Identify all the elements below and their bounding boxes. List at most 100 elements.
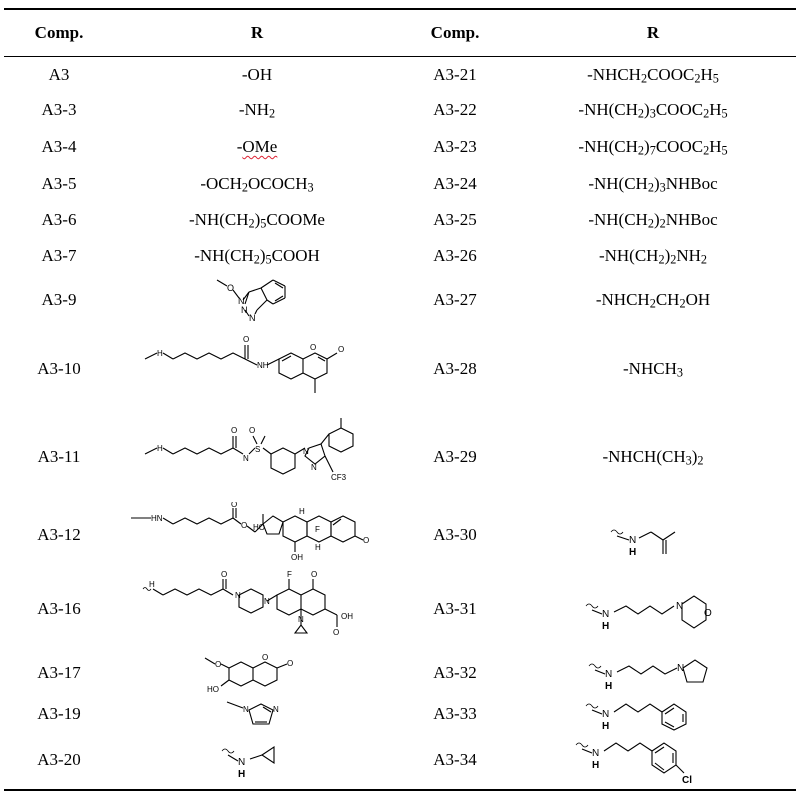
compound-id: A3-16 — [37, 599, 81, 618]
formula-text: -NHCH2COOC2H5 — [587, 65, 719, 86]
atom-label: H — [157, 444, 163, 453]
structure-a3-17: O O O HO — [204, 653, 293, 694]
atom-label: OH — [341, 612, 353, 621]
atom-label: H — [315, 543, 321, 552]
compound-id: A3-24 — [433, 174, 477, 193]
structure-cell: N H N O — [510, 568, 796, 650]
atom-label: N — [243, 705, 249, 714]
structure-cell: N H — [510, 696, 796, 732]
atom-label: H — [149, 580, 155, 589]
atom-label: H — [157, 349, 163, 358]
structure-a3-34: N H Cl — [575, 742, 692, 786]
atom-label: O — [221, 570, 227, 579]
atom-label: N — [249, 313, 256, 323]
atom-label: NH — [257, 361, 269, 370]
atom-label: O — [333, 628, 339, 637]
structure-a3-31: N H N O — [585, 595, 712, 632]
atom-label: O — [227, 283, 234, 293]
atom-label: N — [303, 447, 309, 456]
formula-text: -NH(CH2)3COOC2H5 — [578, 100, 728, 121]
atom-label: O — [215, 660, 221, 669]
atom-label: HO — [207, 685, 219, 694]
structure-a3-19: N N — [226, 701, 279, 725]
structure-cell: N H — [510, 502, 796, 568]
atom-label: N — [264, 597, 270, 606]
atom-label: N — [602, 609, 609, 620]
substituent-formula: -NHCH(CH3)2 — [510, 412, 796, 502]
compound-id: A3-11 — [37, 447, 81, 466]
atom-label: F — [287, 570, 292, 579]
structure-cell: H O O S N N N CF3 — [114, 412, 400, 502]
table-row: A3 -OH A3-21 -NHCH2COOC2H5 — [0, 58, 800, 92]
atom-label: N — [273, 705, 279, 714]
atom-label: H — [592, 760, 599, 771]
table-row: A3-19 N N A3-33 N H — [0, 696, 800, 732]
atom-label: N — [311, 463, 317, 472]
atom-label: CF3 — [331, 473, 347, 482]
atom-label: H — [629, 547, 636, 558]
atom-label: O — [241, 521, 247, 530]
table-row: A3-17 O O O HO A3-32 N H N — [0, 650, 800, 696]
compound-id: A3-3 — [41, 100, 77, 119]
compound-id: A3-26 — [433, 246, 477, 265]
table-row: A3-16 H N N O F O N OH O — [0, 568, 800, 650]
formula-text: -NH(CH2)5COOMe — [189, 210, 325, 231]
atom-label: HO — [253, 523, 265, 532]
substituent-formula: -NH2 — [114, 92, 400, 128]
atom-label: N — [676, 601, 683, 612]
substituent-formula: -NH(CH2)3NHBoc — [510, 166, 796, 202]
compound-id: A3-32 — [433, 663, 477, 682]
header-r-left: R — [250, 23, 264, 42]
formula-text: -NH(CH2)2NH2 — [598, 246, 708, 267]
compound-id: A3-21 — [433, 65, 477, 84]
table-header-rule — [4, 56, 796, 57]
table-row: A3-5 -OCH2OCOCH3 A3-24 -NH(CH2)3NHBoc — [0, 166, 800, 202]
atom-label: S — [255, 445, 260, 454]
atom-label: N — [241, 305, 248, 315]
atom-label: N — [298, 615, 304, 624]
atom-label: N — [629, 535, 636, 546]
substituent-formula: -NH(CH2)2NH2 — [510, 238, 796, 274]
atom-label: O — [310, 343, 316, 352]
substituent-formula: -NHCH2CH2OH — [510, 274, 796, 326]
compound-id: A3 — [48, 65, 70, 84]
compound-id: A3-6 — [41, 210, 77, 229]
structure-cell: H N N O F O N OH O — [114, 568, 400, 650]
substituent-formula: -NH(CH2)2NHBoc — [510, 202, 796, 238]
compound-id: A3-20 — [37, 750, 81, 769]
structure-a3-33: N H — [585, 703, 687, 732]
atom-label: O — [363, 536, 369, 545]
formula-text: -NHCH3 — [623, 359, 683, 380]
formula-text: -NHCH(CH3)2 — [602, 447, 704, 468]
atom-label: O — [243, 335, 249, 344]
substituent-formula: -NHCH3 — [510, 326, 796, 412]
structure-a3-20: N H — [221, 745, 275, 780]
compound-id: A3-17 — [37, 663, 81, 682]
atom-label: O — [231, 426, 237, 435]
formula-text: -NH2 — [238, 100, 276, 121]
substituent-formula: -OMe — [114, 128, 400, 166]
substituent-formula: -NH(CH2)5COOMe — [114, 202, 400, 238]
formula-text: -NH(CH2)3NHBoc — [588, 174, 718, 195]
atom-label: Cl — [682, 775, 692, 786]
table-bottom-rule — [4, 789, 796, 791]
substituent-formula: -OCH2OCOCH3 — [114, 166, 400, 202]
atom-label: H — [602, 621, 609, 632]
header-r-right: R — [646, 23, 660, 42]
atom-label: O — [231, 502, 237, 509]
structure-a3-11: H O O S N N N CF3 — [144, 418, 354, 482]
atom-label: N — [677, 663, 684, 674]
atom-label: HN — [151, 514, 163, 523]
structure-a3-16: H N N O F O N OH O — [142, 570, 353, 637]
table-row: A3-9 O N N N A3-27 -NHCH2CH2OH — [0, 274, 800, 326]
formula-text: -OCH2OCOCH3 — [200, 174, 314, 195]
compound-id: A3-5 — [41, 174, 77, 193]
structure-cell: N H Cl — [510, 732, 796, 788]
atom-label: N — [243, 454, 249, 463]
atom-label: OH — [291, 553, 303, 562]
substituent-formula: -NHCH2COOC2H5 — [510, 58, 796, 92]
compound-id: A3-29 — [433, 447, 477, 466]
compound-id: A3-31 — [433, 599, 477, 618]
atom-label: H — [299, 507, 305, 516]
substituent-formula: -NH(CH2)3COOC2H5 — [510, 92, 796, 128]
